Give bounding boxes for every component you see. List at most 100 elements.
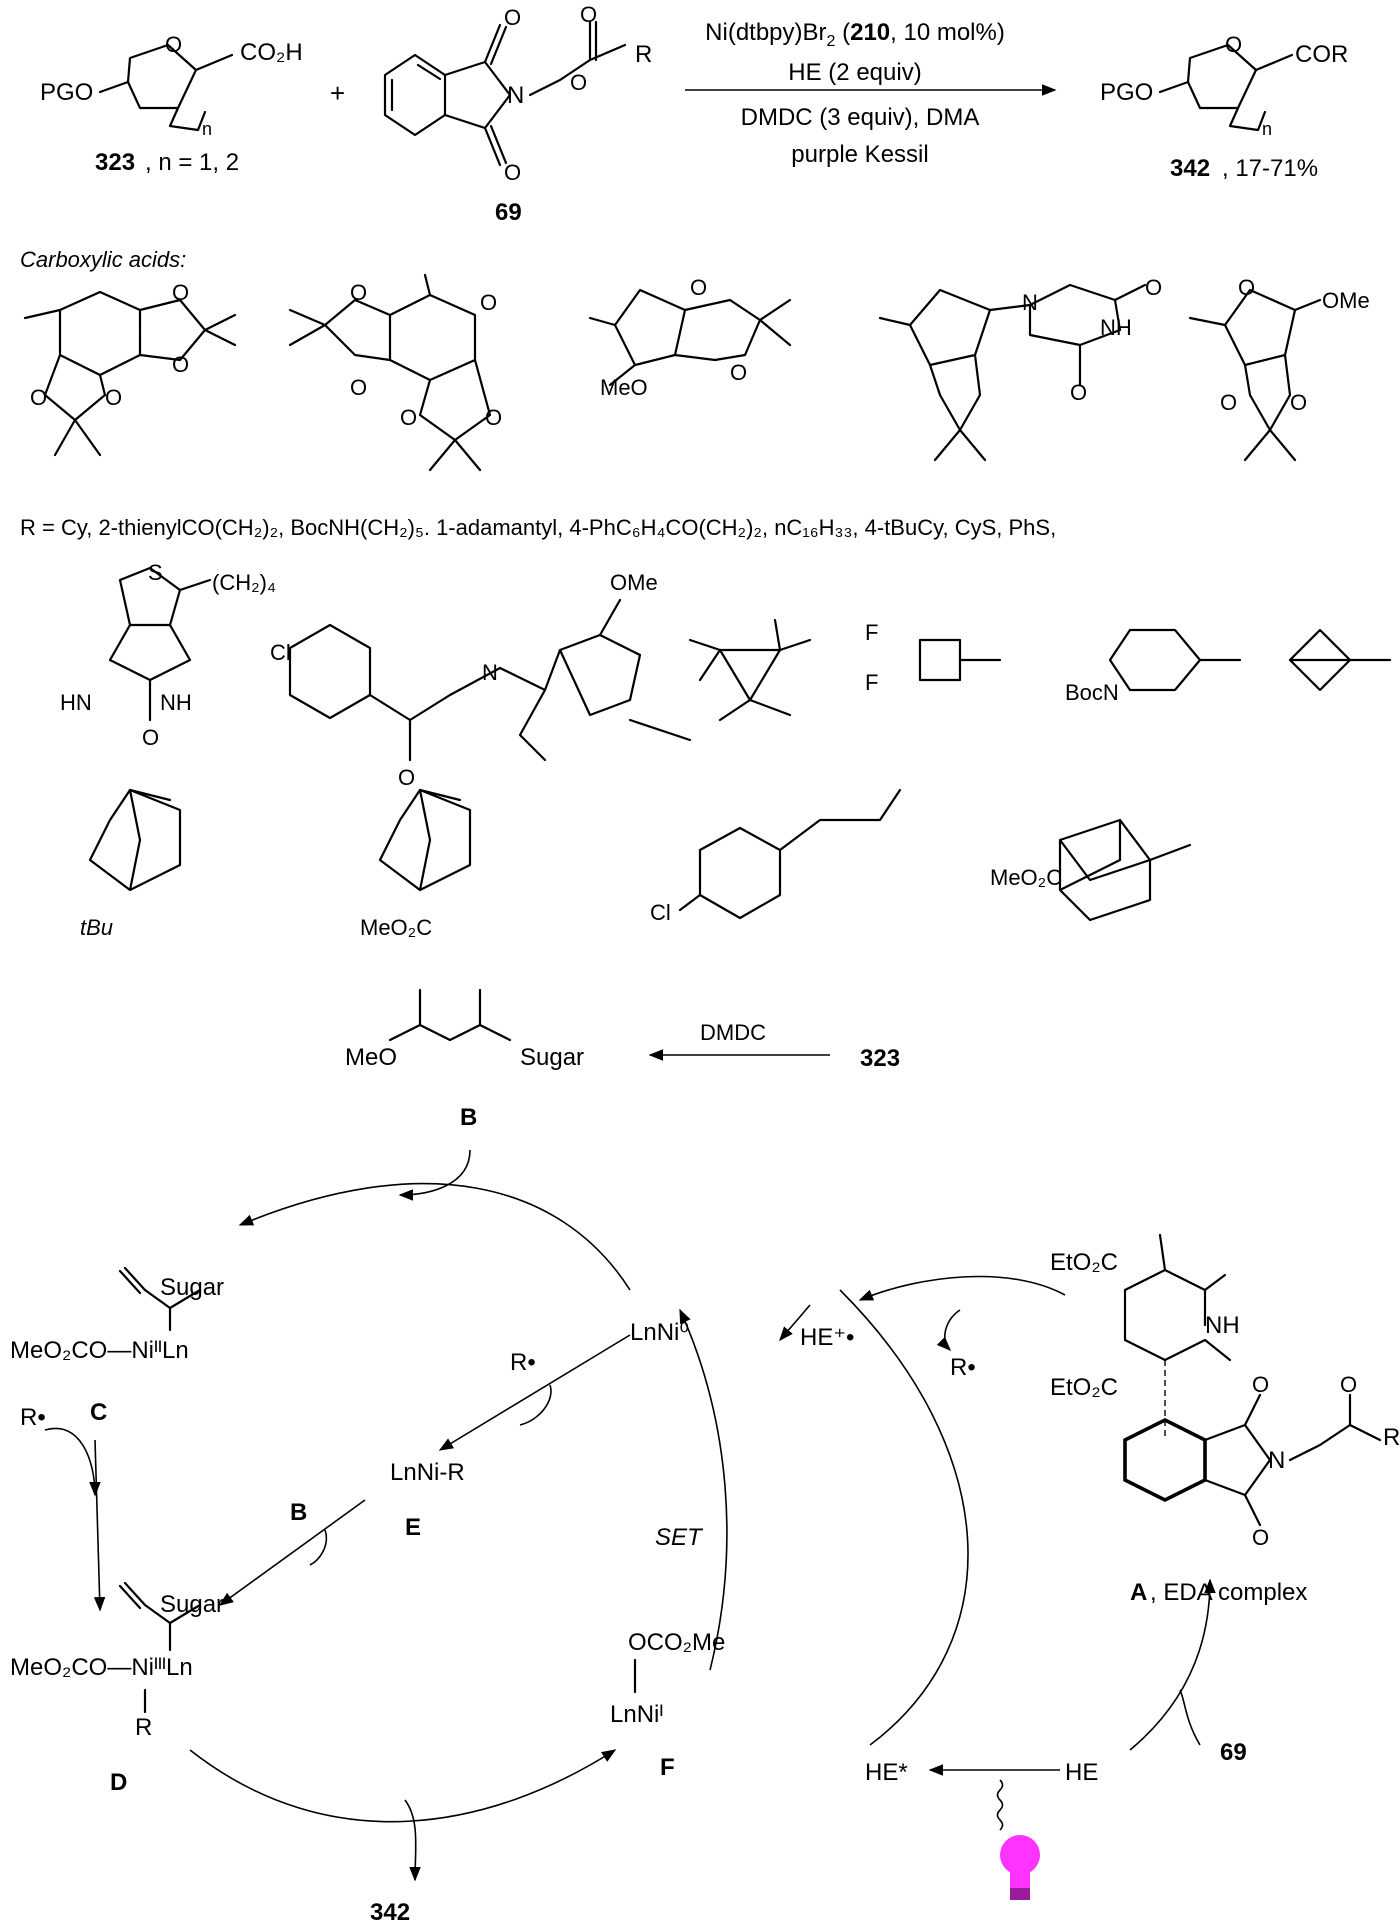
ring-oxygen: O: [1225, 32, 1242, 57]
he-radical-cation: HE⁺•: [800, 1324, 854, 1351]
reactant-323: O PGO CO₂H n 323 , n = 1, 2: [40, 32, 303, 176]
acid-structure-1: O O O O: [23, 280, 237, 457]
acid-structure-4-uridine: O NH O N: [878, 275, 1162, 462]
product-342-label: 342: [370, 1899, 410, 1926]
nh-label: NH: [160, 690, 192, 715]
r-chlorophenylcyclohexyl: Cl: [650, 788, 902, 925]
c-complex: MeO₂CO—NiᴵᴵLn: [10, 1337, 189, 1364]
ome-label: OMe: [610, 570, 658, 595]
n-atom: N: [507, 82, 524, 109]
cl-atom: Cl: [650, 900, 671, 925]
d-complex: MeO₂CO—NiᴵᴵᴵLn: [10, 1654, 193, 1681]
plus-sign: +: [330, 78, 345, 108]
o-atom: O: [1070, 380, 1087, 405]
a-eto2c-top: EtO₂C: [1050, 1249, 1118, 1276]
reaction-conditions: Ni(dtbpy)Br2 (210, 10 mol%) HE (2 equiv)…: [685, 19, 1057, 168]
r-indomethacin: Cl N O OMe: [270, 570, 692, 790]
r-radical-c: R•: [20, 1404, 46, 1431]
o-atom: O: [398, 765, 415, 790]
reagent-text: HE (2 equiv): [788, 59, 921, 86]
o-atom-2: O: [504, 160, 521, 185]
compound-342-yield: , 17-71%: [1222, 155, 1318, 182]
reactant-69: N O O O O R 69: [383, 2, 652, 226]
r-radical-out-label: R•: [950, 1354, 976, 1381]
compound-69-id: 69: [495, 199, 522, 226]
o-atom: O: [142, 725, 159, 750]
acid-structure-2: O O O O O: [288, 273, 502, 472]
r-meo2c-bicyclooctyl: MeO₂C: [360, 788, 472, 940]
cl-atom: Cl: [270, 640, 291, 665]
b-label: B: [460, 1104, 477, 1131]
a-r: R: [1383, 1424, 1400, 1451]
o-atom-3: O: [570, 70, 587, 95]
a-eto2c-bottom: EtO₂C: [1050, 1374, 1118, 1401]
a-desc: , EDA complex: [1150, 1579, 1307, 1606]
arrow-r-radical-to-cd: [44, 1427, 101, 1497]
product-342: O PGO COR n 342 , 17-71%: [1100, 32, 1348, 182]
b-sugar: Sugar: [520, 1044, 584, 1071]
e-label: E: [405, 1514, 421, 1541]
e-species: LnNi-R: [390, 1459, 465, 1486]
o-atom-4: O: [580, 2, 597, 27]
dmdc-label: DMDC: [700, 1020, 766, 1045]
d-sugar: Sugar: [160, 1591, 224, 1618]
intermediate-f: OCO₂Me LnNiᴵ F: [610, 1629, 725, 1781]
o-atom: O: [1290, 390, 1307, 415]
arc-lnni0-to-c: [238, 1182, 631, 1291]
arrow-he-to-a: [1129, 1578, 1216, 1751]
o-atom: O: [105, 385, 122, 410]
arrow-a-to-he: [858, 1275, 1066, 1301]
b-meo: MeO: [345, 1044, 397, 1071]
ch2-chain: (CH₂)₄: [212, 570, 276, 595]
eda-complex-a: EtO₂C EtO₂C NH N O O O R A , EDA complex: [1050, 1233, 1400, 1606]
sixty-nine: 69: [1220, 1739, 1247, 1766]
cor-label: COR: [1295, 41, 1348, 68]
arrow-e-to-d: [218, 1499, 366, 1606]
arrow-b-entry: [398, 1149, 471, 1201]
arrow-69-in: [1179, 1689, 1201, 1746]
pgo-label: PGO: [40, 79, 93, 106]
o-atom: O: [690, 275, 707, 300]
d-r: R: [135, 1714, 152, 1741]
a-o: O: [1340, 1372, 1357, 1397]
set-label: SET: [655, 1524, 704, 1551]
intermediate-c: Sugar MeO₂CO—NiᴵᴵLn C: [10, 1266, 224, 1426]
r-group-list: R = Cy, 2-thienylCO(CH₂)₂, BocNH(CH₂)₅. …: [20, 515, 1056, 540]
arrow-he-radical: [779, 1304, 811, 1342]
a-o: O: [1252, 1372, 1269, 1397]
acid-structure-5: O OMe O O: [1188, 275, 1370, 462]
he-star: HE*: [865, 1759, 908, 1786]
o-atom: O: [350, 375, 367, 400]
start-323: 323: [860, 1045, 900, 1072]
co2h-label: CO₂H: [240, 39, 303, 66]
a-o: O: [1252, 1525, 1269, 1550]
arrow-r-radical-out: [936, 1309, 961, 1352]
arrow-product-342: [404, 1799, 421, 1882]
catalyst-text: Ni(dtbpy)Br2 (210, 10 mol%): [705, 19, 1005, 50]
r-biotin: S (CH₂)₄ HN NH O: [60, 560, 276, 750]
r-bicyclopentyl: [1288, 628, 1392, 692]
wavy-light: [996, 1779, 1004, 1831]
meo2c-label: MeO₂C: [360, 915, 432, 940]
r-boc-piperidinyl: BocN: [1065, 628, 1242, 705]
arrow-lnni0-to-e: [438, 1334, 631, 1451]
o-atom: O: [350, 280, 367, 305]
a-nh: NH: [1205, 1312, 1240, 1339]
f-label: F: [660, 1754, 675, 1781]
o-atom: O: [30, 385, 47, 410]
n-subscript: n: [202, 119, 212, 139]
n-atom: N: [482, 660, 498, 685]
lnni0: LnNi⁰: [630, 1319, 689, 1346]
compound-342-id: 342: [1170, 155, 1210, 182]
d-label: D: [110, 1769, 127, 1796]
r-difluorocyclobutyl: F F: [865, 620, 1002, 695]
c-sugar: Sugar: [160, 1274, 224, 1301]
intermediate-b: MeO Sugar B: [345, 988, 584, 1131]
additive-text: DMDC (3 equiv), DMA: [741, 104, 980, 131]
b-small: B: [290, 1499, 307, 1526]
o-atom: O: [730, 360, 747, 385]
o-atom: O: [480, 290, 497, 315]
bocn-label: BocN: [1065, 680, 1119, 705]
c-label: C: [90, 1399, 107, 1426]
